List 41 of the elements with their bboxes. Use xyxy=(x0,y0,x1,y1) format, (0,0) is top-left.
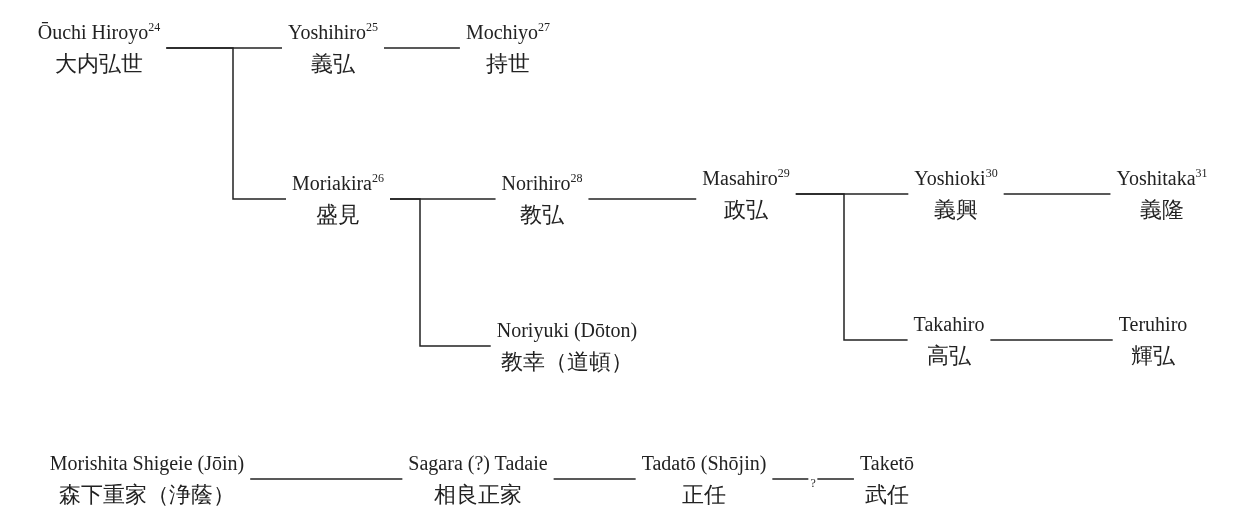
connector-line xyxy=(587,198,697,200)
connector-line xyxy=(795,193,909,341)
romanized-name: Norihiro$^{28}$ xyxy=(501,170,583,196)
kanji-name: 武任 xyxy=(864,481,910,509)
romanized-name: Tadatō (Shōjin) xyxy=(641,451,767,477)
romanized-name: Ōuchi Hiroyo$^{24}$ xyxy=(37,19,161,46)
kanji-name: 義弘 xyxy=(310,50,356,78)
romanized-name: Yoshioki$^{30}$ xyxy=(914,165,998,191)
connector-line xyxy=(249,478,404,480)
romanized-name: Yoshihiro$^{25}$ xyxy=(288,19,378,45)
kanji-name: 義興 xyxy=(933,196,979,224)
kanji-name: 義隆 xyxy=(1139,196,1185,224)
connector-line xyxy=(771,478,855,480)
romanized-name: Masahiro$^{29}$ xyxy=(702,165,790,191)
romanized-name: Yoshitaka$^{31}$ xyxy=(1116,165,1208,191)
connector-line xyxy=(989,339,1114,341)
kanji-name: 政弘 xyxy=(723,196,769,224)
romanized-name: Mochiyo$^{27}$ xyxy=(465,19,551,46)
romanized-name: Moriakira$^{26}$ xyxy=(292,170,384,196)
connector-line xyxy=(552,478,637,480)
edge-label: ? xyxy=(808,476,818,490)
kanji-name: 大内弘世 xyxy=(54,50,144,78)
romanized-name: Teruhiro xyxy=(1118,312,1188,337)
kanji-name: 正任 xyxy=(681,481,727,509)
romanized-name: Morishita Shigeie (Jōin) xyxy=(49,451,245,477)
kanji-name: 輝弘 xyxy=(1130,342,1176,370)
connector-line xyxy=(165,47,287,200)
kanji-name: 持世 xyxy=(485,50,531,78)
kanji-name: 高弘 xyxy=(926,342,972,370)
connector-line xyxy=(383,47,461,49)
kanji-name: 盛見 xyxy=(315,201,361,229)
kanji-name: 教弘 xyxy=(519,201,565,229)
romanized-name: Taketō xyxy=(859,451,915,476)
romanized-name: Noriyuki (Dōton) xyxy=(496,318,638,344)
kanji-name: 森下重家（浄蔭） xyxy=(58,481,236,509)
connector-line xyxy=(389,198,492,347)
kanji-name: 教幸（道頓） xyxy=(500,348,634,376)
romanized-name: Takahiro xyxy=(913,312,985,337)
connector-line xyxy=(1002,193,1112,195)
romanized-name: Sagara (?) Tadaie xyxy=(408,451,548,477)
kanji-name: 相良正家 xyxy=(433,481,523,509)
